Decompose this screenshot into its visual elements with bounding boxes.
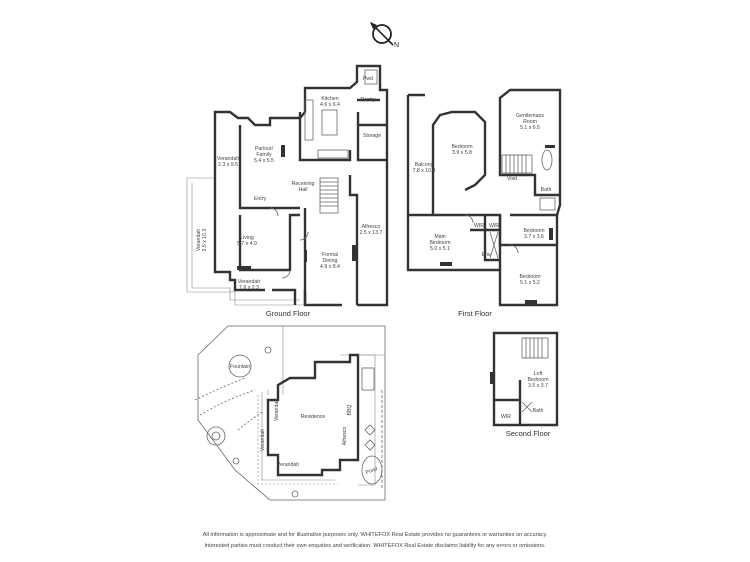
- room-bed3-dim: 5.1 x 5.2: [520, 280, 540, 286]
- room-wir1: WIR: [474, 223, 484, 229]
- second-floor-plan: Loft Bedroom 3.5 x 3.7 Bath WIR Second F…: [490, 331, 559, 438]
- room-living: Living: [240, 235, 254, 241]
- room-verandah-left: Verandah: [196, 229, 202, 251]
- room-pwd: Pwd: [363, 76, 373, 82]
- site-pond: Pond: [365, 466, 379, 476]
- room-alfresco-dim: 2.5 x 13.7: [360, 230, 383, 236]
- site-fountain: Fountain: [230, 364, 250, 370]
- label-ground-floor: Ground Floor: [266, 309, 311, 318]
- room-verandah-side-dim: 2.3 x 9.5: [218, 162, 238, 168]
- room-verandah-front: Verandah: [238, 279, 260, 285]
- site-residence: Residence: [301, 414, 326, 420]
- room-receiving: Receiving: [292, 181, 315, 187]
- room-main-dim: 5.0 x 5.1: [430, 246, 450, 252]
- room-verandah-left-dim: 3.5 x 10.3: [202, 228, 208, 251]
- room-gent-2: Room: [523, 119, 537, 125]
- room-verandah-front-dim: 7.9 x 2.3: [239, 285, 259, 291]
- room-kitchen: Kitchen: [321, 96, 338, 102]
- room-formal-dim: 4.9 x 8.4: [320, 264, 340, 270]
- site-verandah-1: Verandah: [277, 462, 299, 468]
- room-bed2: Bedroom: [523, 228, 544, 234]
- room-parlour: Parlour/: [255, 146, 274, 152]
- room-balcony: Balcony: [415, 162, 434, 168]
- room-bed2-dim: 3.7 x 3.6: [524, 234, 544, 240]
- room-ens: Ens: [482, 252, 491, 258]
- disclaimer-line-1: All information is approximate and for i…: [202, 532, 548, 538]
- room-formal: Formal: [322, 252, 338, 258]
- room-loft-2: Bedroom: [527, 377, 548, 383]
- room-loft-dim: 3.5 x 3.7: [528, 383, 548, 389]
- room-formal-2: Dining: [323, 258, 338, 264]
- room-alfresco: Alfresco: [362, 224, 381, 230]
- room-balcony-dim: 7.8 x 10.8: [413, 168, 436, 174]
- room-living-dim: 5.7 x 4.9: [237, 241, 257, 247]
- room-bed3: Bedroom: [519, 274, 540, 280]
- disclaimer-line-2: Interested parties must conduct their ow…: [204, 543, 546, 549]
- svg-text:N: N: [394, 42, 399, 49]
- room-gent: Gentlemans: [516, 113, 544, 119]
- label-first-floor: First Floor: [458, 309, 492, 318]
- site-alfresco: Alfresco: [342, 427, 348, 446]
- room-wir3: WIR: [501, 414, 511, 420]
- label-second-floor: Second Floor: [506, 429, 551, 438]
- site-plan: Fountain Residence Verandah Verandah Ver…: [194, 325, 386, 501]
- room-loft: Loft: [534, 371, 543, 377]
- room-void: Void: [507, 176, 517, 182]
- room-main: Main: [434, 234, 445, 240]
- room-pantry: Pantry: [361, 97, 376, 103]
- site-bbq: BBQ: [347, 405, 353, 416]
- room-storage: Storage: [363, 133, 381, 139]
- room-entry: Entry: [254, 196, 267, 202]
- room-wir2: WIR: [489, 223, 499, 229]
- room-bed1: Bedroom: [451, 144, 472, 150]
- room-parlour-2: Family: [256, 152, 272, 158]
- room-parlour-dim: 5.4 x 5.5: [254, 158, 274, 164]
- first-floor-plan: Gentlemans Room 5.1 x 6.5 Balcony 7.8 x …: [406, 88, 562, 318]
- room-bath2: Bath: [533, 408, 544, 414]
- room-main-2: Bedroom: [429, 240, 450, 246]
- room-verandah-side: Verandah: [217, 156, 239, 162]
- room-gent-dim: 5.1 x 6.5: [520, 125, 540, 131]
- room-bath: Bath: [541, 187, 552, 193]
- site-verandah-3: Verandah: [274, 399, 280, 421]
- north-arrow-icon: N: [370, 22, 399, 49]
- site-verandah-2: Verandah: [260, 429, 266, 451]
- room-bed1-dim: 3.9 x 5.8: [452, 150, 472, 156]
- room-kitchen-dim: 4.6 x 6.4: [320, 102, 340, 108]
- ground-floor-plan: Pwd Pantry Kitchen 4.6 x 6.4 Storage Par…: [186, 64, 389, 318]
- room-receiving-2: Hall: [299, 187, 308, 193]
